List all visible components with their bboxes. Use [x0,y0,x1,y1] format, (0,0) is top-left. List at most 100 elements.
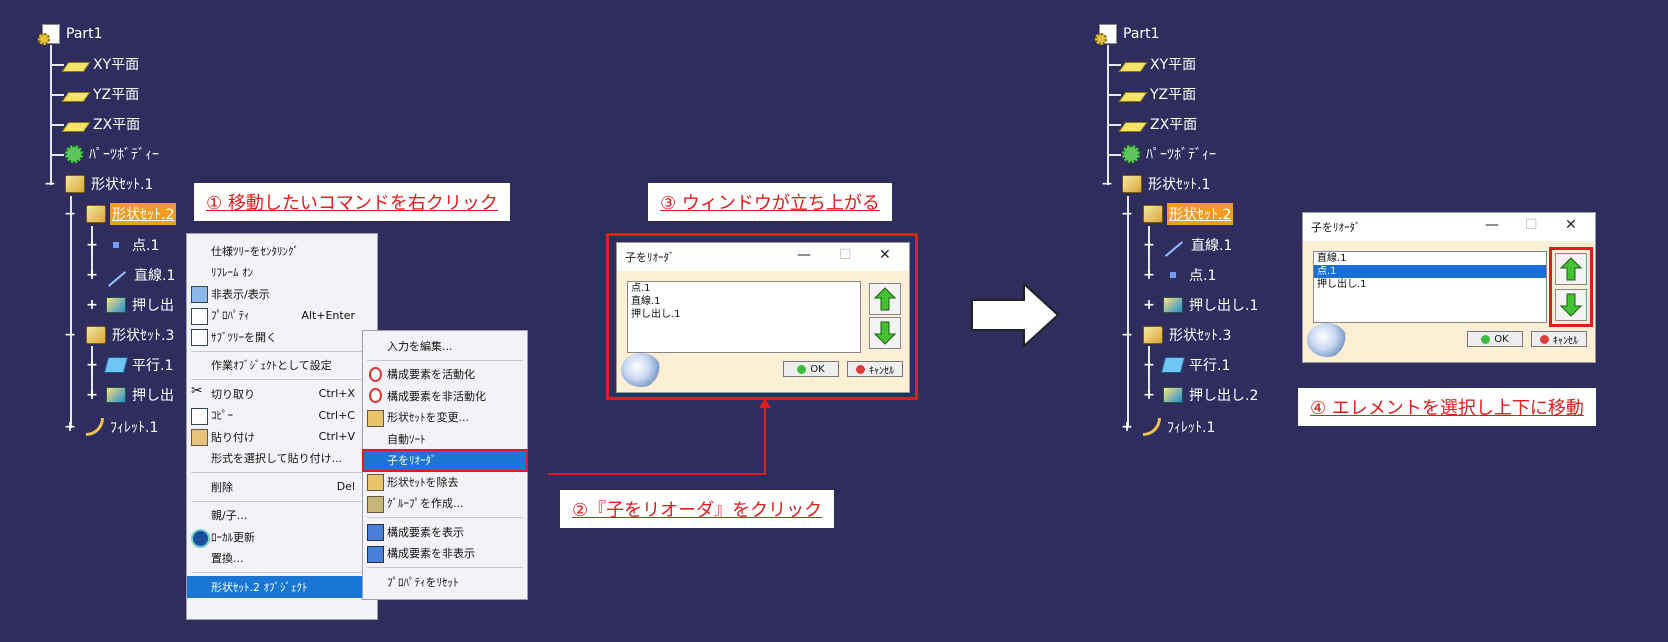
submenu-item-remove-geoset[interactable]: 形状ｾｯﾄを除去 [363,471,527,493]
collapse-toggle[interactable]: − [64,206,76,222]
tree-root-part[interactable]: Part1 [1095,21,1162,47]
tree-item-fillet[interactable]: ﾌｨﾚｯﾄ.1 [86,414,160,440]
tree-item-parallel[interactable]: 平行.1 [103,352,175,378]
submenu-item-auto-sort[interactable]: 自動ｿｰﾄ [363,428,527,450]
tree-item-geoset-2[interactable]: 形状ｾｯﾄ.2 [86,201,177,227]
move-down-button[interactable] [869,317,901,349]
tree-item-geoset-3[interactable]: 形状ｾｯﾄ.3 [86,322,176,348]
tree-label: 押し出し.1 [1189,298,1259,314]
collapse-toggle[interactable]: − [1121,206,1133,222]
tree-item-extrude[interactable]: 押し出 [106,292,176,318]
tree-item-extrude[interactable]: 押し出し.1 [1163,292,1260,318]
tree-item-line[interactable]: 直線.1 [106,262,177,288]
tree-item-geoset-3[interactable]: 形状ｾｯﾄ.3 [1143,322,1233,348]
menu-item-center-graph[interactable]: 仕様ﾂﾘｰをｾﾝﾀﾘﾝｸﾞ [187,240,377,262]
tree-item-fillet[interactable]: ﾌｨﾚｯﾄ.1 [1143,414,1217,440]
tree-item-line[interactable]: 直線.1 [1163,232,1234,258]
list-item[interactable]: 点.1 [631,283,651,294]
list-item[interactable]: 直線.1 [1317,253,1347,264]
list-item[interactable]: 押し出し.1 [631,309,681,320]
cancel-button[interactable]: ｷｬﾝｾﾙ [847,361,903,377]
menu-item-parents-children[interactable]: 親/子... [187,505,377,527]
close-icon[interactable]: ✕ [879,247,891,263]
expand-toggle[interactable]: + [1143,237,1155,253]
expand-toggle[interactable]: + [86,387,98,403]
ok-button[interactable]: OK [1467,331,1523,347]
tree-item-geoset-1[interactable]: 形状ｾｯﾄ.1 [1122,171,1212,197]
expand-toggle[interactable]: + [1121,419,1133,435]
children-list[interactable]: 直線.1 点.1 押し出し.1 [1313,251,1547,323]
expand-toggle[interactable]: + [64,419,76,435]
move-up-button[interactable] [1555,253,1587,285]
tree-item-yz-plane[interactable]: YZ平面 [1118,81,1198,107]
ok-label: OK [810,363,825,375]
tree-item-geoset-1[interactable]: 形状ｾｯﾄ.1 [65,171,155,197]
menu-item-local-update[interactable]: ﾛｰｶﾙ更新 [187,526,377,548]
minimize-icon[interactable]: — [797,247,811,263]
tree-item-zx-plane[interactable]: ZX平面 [61,111,142,137]
menu-item-replace[interactable]: 置換... [187,548,377,570]
collapse-toggle[interactable]: − [64,327,76,343]
tree-item-yz-plane[interactable]: YZ平面 [61,81,141,107]
tree-item-xy-plane[interactable]: XY平面 [61,51,141,77]
ok-button[interactable]: OK [783,361,839,377]
tree-item-extrude-2[interactable]: 押し出し.2 [1163,382,1260,408]
submenu-item-show-components[interactable]: 構成要素を表示 [363,521,527,543]
tree-label: YZ平面 [93,87,140,103]
extrude-icon [106,387,126,403]
list-item-selected[interactable]: 点.1 [1314,265,1546,278]
maximize-icon[interactable]: ☐ [1525,217,1538,233]
extrude-icon [1163,387,1183,403]
list-item[interactable]: 直線.1 [631,296,661,307]
expand-toggle[interactable]: + [86,357,98,373]
tree-item-point[interactable]: 点.1 [1163,262,1218,288]
move-down-button[interactable] [1555,289,1587,321]
cancel-button[interactable]: ｷｬﾝｾﾙ [1531,331,1587,347]
submenu-item-activate[interactable]: 構成要素を活動化 [363,364,527,386]
menu-item-define-in-work[interactable]: 作業ｵﾌﾞｼﾞｪｸﾄとして設定 [187,355,377,377]
expand-toggle[interactable]: + [86,297,98,313]
collapse-toggle[interactable]: − [1101,176,1113,192]
tree-item-extrude-2[interactable]: 押し出 [106,382,176,408]
submenu-item-create-group[interactable]: ｸﾞﾙｰﾌﾟを作成... [363,493,527,515]
expand-toggle[interactable]: + [86,267,98,283]
menu-item-object-submenu[interactable]: 形状ｾｯﾄ.2 ｵﾌﾞｼﾞｪｸﾄ▸ [187,576,377,598]
expand-toggle[interactable]: + [86,237,98,253]
tree-item-xy-plane[interactable]: XY平面 [1118,51,1198,77]
part-icon [1095,24,1117,45]
tree-item-zx-plane[interactable]: ZX平面 [1118,111,1199,137]
expand-toggle[interactable]: + [1143,297,1155,313]
tree-root-part[interactable]: Part1 [38,21,105,47]
expand-toggle[interactable]: + [1143,357,1155,373]
submenu-item-change-geoset[interactable]: 形状ｾｯﾄを変更... [363,407,527,429]
maximize-icon[interactable]: ☐ [839,247,852,263]
move-up-button[interactable] [869,283,901,315]
submenu-item-reset-properties[interactable]: ﾌﾟﾛﾊﾟﾃｨをﾘｾｯﾄ [363,571,527,593]
collapse-toggle[interactable]: − [44,176,56,192]
minimize-icon[interactable]: — [1485,217,1499,233]
children-list[interactable]: 点.1 直線.1 押し出し.1 [627,281,861,353]
menu-item-paste-special[interactable]: 形式を選択して貼り付け... [187,448,377,470]
submenu-item-edit-inputs[interactable]: 入力を編集... [363,335,527,357]
close-icon[interactable]: ✕ [1565,217,1577,233]
menu-item-open-subtree[interactable]: ｻﾌﾞﾂﾘｰを開く [187,326,377,348]
submenu-item-reorder-children[interactable]: 子をﾘｵｰﾀﾞ [362,448,528,472]
list-item[interactable]: 押し出し.1 [1317,279,1367,290]
tree-item-part-body[interactable]: ﾊﾟｰﾂﾎﾞﾃﾞｨｰ [65,141,161,167]
tree-item-geoset-2[interactable]: 形状ｾｯﾄ.2 [1143,201,1234,227]
expand-toggle[interactable]: + [1143,387,1155,403]
menu-item-reframe-on[interactable]: ﾘﾌﾚｰﾑ ｵﾝ [187,262,377,284]
submenu-item-deactivate[interactable]: 構成要素を非活動化 [363,385,527,407]
expand-toggle[interactable]: + [1143,267,1155,283]
menu-item-hide-show[interactable]: 非表示/表示 [187,283,377,305]
tree-item-part-body[interactable]: ﾊﾟｰﾂﾎﾞﾃﾞｨｰ [1122,141,1218,167]
tree-item-point[interactable]: 点.1 [106,232,161,258]
tree-item-parallel[interactable]: 平行.1 [1160,352,1232,378]
submenu-item-hide-components[interactable]: 構成要素を非表示 [363,543,527,565]
collapse-toggle[interactable]: − [1121,327,1133,343]
